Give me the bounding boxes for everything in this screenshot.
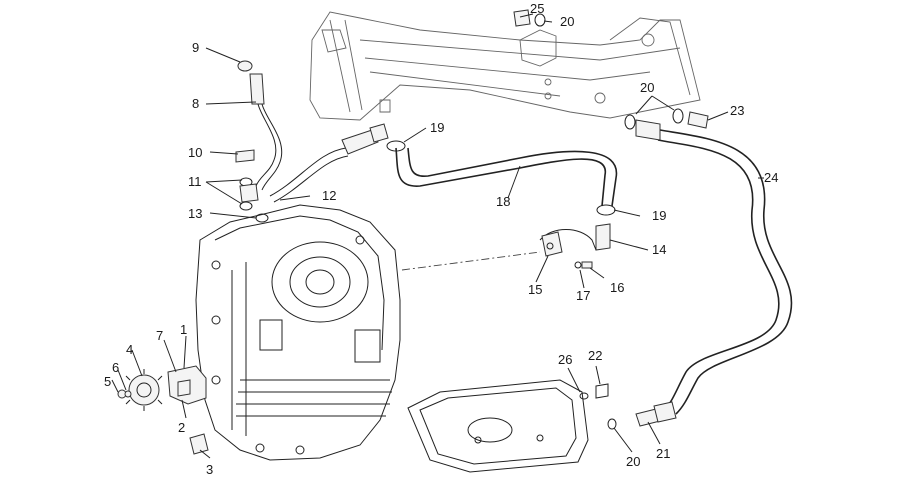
callout-9: 9 [192,40,199,55]
callout-19b: 19 [652,208,666,223]
callout-14: 14 [652,242,666,257]
pump-gear [128,374,160,406]
washer-13 [255,213,269,223]
washer-20a [534,13,546,27]
bushing-3 [189,433,209,455]
callout-19: 19 [430,120,444,135]
callout-23: 23 [730,103,744,118]
callout-20b: 20 [640,80,654,95]
washer-17 [574,261,582,269]
breather-pipe-18 [386,140,618,216]
clamp-19b [596,204,616,216]
engine-crankcase [195,204,401,461]
callout-26: 26 [558,352,572,367]
callout-5: 5 [104,374,111,389]
callout-21: 21 [656,446,670,461]
nut-6 [124,390,132,398]
callout-8: 8 [192,96,199,111]
callout-15: 15 [528,282,542,297]
callout-17: 17 [576,288,590,303]
callout-22: 22 [588,348,602,363]
oil-pan [407,379,609,473]
callout-4: 4 [126,342,133,357]
banjo-bolt-10 [235,149,255,163]
callout-20: 20 [560,14,574,29]
oil-hose-24 [607,108,793,430]
alignment-line [401,251,541,271]
callout-16: 16 [610,280,624,295]
callout-11: 11 [188,174,202,189]
callout-18: 18 [496,194,510,209]
frame-bolt-25 [513,9,546,27]
washer-20c [672,108,684,124]
washer-20d [607,418,617,430]
vent-line-8 [235,60,389,223]
callout-24: 24 [764,170,778,185]
callout-10: 10 [188,145,202,160]
clamp-19a [386,140,406,152]
callout-7: 7 [156,328,163,343]
frame-assembly [309,11,701,121]
washer-20b [624,114,636,130]
callout-20c: 20 [626,454,640,469]
callout-2: 2 [178,420,185,435]
callout-25: 25 [530,1,544,16]
callout-6: 6 [112,360,119,375]
fitting-14 [539,223,611,269]
washer-26 [579,392,589,400]
cap-9 [237,60,253,72]
oil-pump-assembly [117,365,209,455]
hose-end-12 [341,129,379,155]
banjo-fitting [635,119,661,141]
washer-11b [239,201,253,211]
banjo-bolt-23 [687,111,709,129]
leader-lines [111,13,764,459]
callout-1: 1 [180,322,187,337]
callout-labels: 25 20 9 8 10 11 12 13 19 18 19 14 15 17 … [104,1,778,477]
bolt-16 [581,261,593,269]
callout-12: 12 [322,188,336,203]
callout-13: 13 [188,206,202,221]
plug-22 [595,383,609,399]
callout-3: 3 [206,462,213,477]
